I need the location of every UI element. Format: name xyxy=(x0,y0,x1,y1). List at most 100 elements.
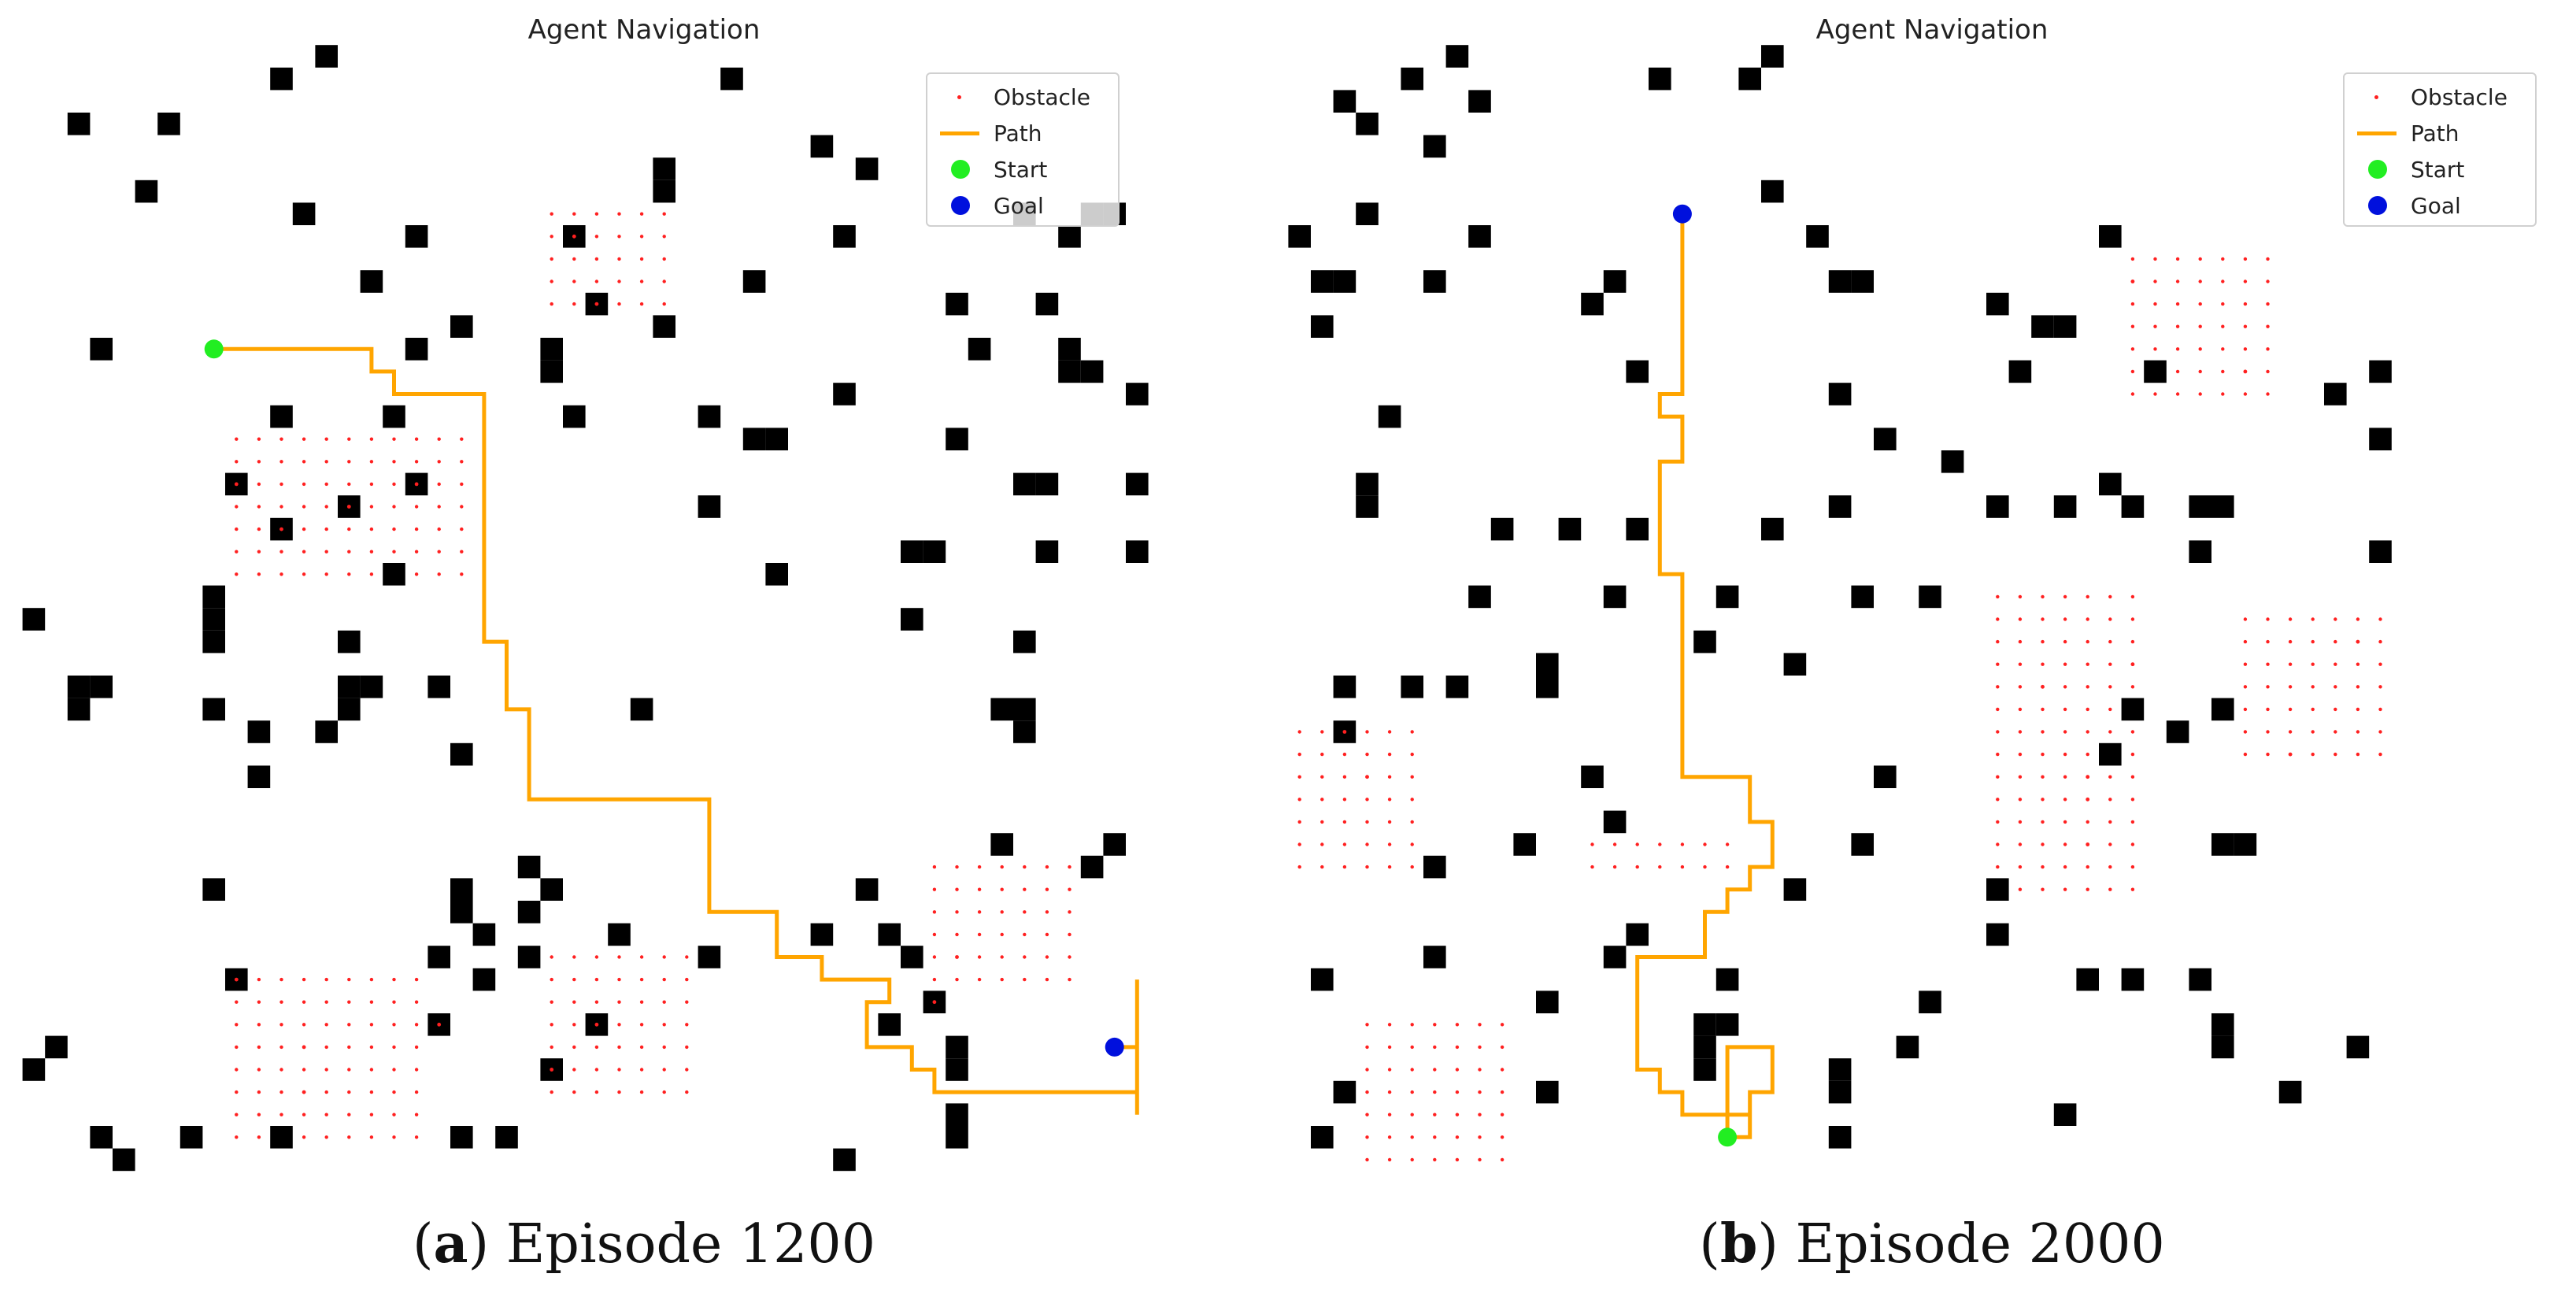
obstacle-cell xyxy=(698,495,721,518)
obstacle-cell xyxy=(810,923,834,946)
obstacle-marker xyxy=(347,1090,351,1094)
obstacle-marker xyxy=(369,505,374,509)
obstacle-marker xyxy=(2130,798,2135,802)
obstacle-cell xyxy=(1603,810,1627,834)
obstacle-cell xyxy=(405,338,428,361)
obstacle-marker xyxy=(1365,775,1369,779)
obstacle-marker xyxy=(955,932,959,937)
obstacle-marker xyxy=(2221,392,2225,396)
obstacle-marker xyxy=(2356,707,2360,712)
obstacle-cell xyxy=(1311,1126,1334,1149)
obstacle-marker xyxy=(1410,842,1414,846)
obstacle-cell xyxy=(22,1058,46,1081)
obstacle-cell xyxy=(1761,45,1784,68)
obstacle-marker xyxy=(662,977,666,982)
obstacle-marker xyxy=(1478,1045,1482,1050)
obstacle-cell xyxy=(1445,676,1469,698)
obstacle-marker xyxy=(1590,865,1594,869)
obstacle-marker xyxy=(662,212,666,216)
obstacle-marker xyxy=(2175,392,2180,396)
obstacle-marker xyxy=(2041,639,2045,644)
obstacle-marker xyxy=(2198,302,2202,306)
obstacle-marker xyxy=(302,1113,306,1116)
plot-area-b xyxy=(1288,45,2392,1162)
obstacle-cell xyxy=(1986,923,2009,946)
obstacle-marker xyxy=(617,257,621,261)
obstacle-marker xyxy=(2130,369,2135,374)
obstacle-marker xyxy=(1000,910,1004,914)
obstacle-marker xyxy=(302,977,306,982)
obstacle-marker xyxy=(1996,842,2000,846)
obstacle-marker xyxy=(437,505,441,509)
obstacle-cell xyxy=(90,676,113,698)
obstacle-marker xyxy=(414,572,419,576)
obstacle-marker xyxy=(2086,865,2089,869)
legend-b: Obstacle Path Start Goal xyxy=(2343,72,2537,227)
obstacle-marker xyxy=(460,572,464,576)
obstacle-marker xyxy=(1635,842,1639,846)
obstacle-marker xyxy=(2153,324,2157,328)
obstacle-marker xyxy=(2130,302,2135,306)
obstacle-marker xyxy=(1023,887,1027,891)
obstacle-marker xyxy=(1023,977,1027,982)
obstacle-marker xyxy=(550,977,553,982)
obstacle-marker xyxy=(2086,842,2090,846)
obstacle-cell xyxy=(1581,292,1604,316)
obstacle-cell xyxy=(450,742,473,766)
obstacle-marker xyxy=(1342,798,1347,802)
obstacle-marker xyxy=(1410,1090,1414,1094)
obstacle-marker xyxy=(392,527,396,531)
obstacle-marker xyxy=(617,1068,621,1072)
obstacle-marker xyxy=(1478,1023,1482,1027)
obstacle-cell xyxy=(608,923,631,946)
obstacle-cell xyxy=(1828,1080,1852,1104)
obstacle-marker xyxy=(1297,730,1301,734)
obstacle-cell xyxy=(1603,946,1627,968)
obstacle-marker xyxy=(955,865,959,869)
obstacle-cell xyxy=(1693,1058,1716,1081)
obstacle-marker xyxy=(1703,865,1707,869)
obstacle-marker xyxy=(1455,1135,1460,1139)
obstacle-marker xyxy=(1387,865,1392,869)
obstacle-cell xyxy=(630,698,653,721)
obstacle-marker xyxy=(2198,257,2202,261)
obstacle-cell xyxy=(1490,517,1514,541)
obstacle-marker xyxy=(1365,730,1369,734)
obstacle-marker xyxy=(2198,280,2202,283)
obstacle-marker xyxy=(392,460,396,464)
obstacle-cell xyxy=(1693,1035,1716,1059)
obstacle-marker xyxy=(1000,887,1004,891)
obstacle-marker xyxy=(1000,955,1004,959)
obstacle-marker xyxy=(302,527,306,531)
obstacle-cell xyxy=(698,405,721,428)
obstacle-marker xyxy=(460,460,464,464)
obstacle-cell xyxy=(1423,270,1446,293)
obstacle-cell xyxy=(2121,698,2145,721)
obstacle-marker xyxy=(2086,775,2090,779)
obstacle-marker xyxy=(2243,752,2248,757)
obstacle-marker xyxy=(2356,685,2360,689)
obstacle-marker xyxy=(639,1068,644,1072)
obstacle-marker xyxy=(1365,752,1369,757)
obstacle-marker xyxy=(2288,685,2293,689)
obstacle-marker xyxy=(1478,1068,1482,1072)
obstacle-marker xyxy=(977,977,982,982)
obstacle-cell xyxy=(135,180,158,203)
obstacle-cell xyxy=(292,202,316,225)
obstacle-cell xyxy=(247,720,271,743)
obstacle-marker xyxy=(2041,707,2045,712)
obstacle-marker xyxy=(1387,842,1392,846)
obstacle-marker xyxy=(324,527,328,531)
obstacle-marker xyxy=(2130,280,2135,283)
obstacle-cell xyxy=(1356,472,1379,496)
obstacle-cell xyxy=(2211,833,2234,856)
obstacle-marker xyxy=(1365,1045,1369,1050)
obstacle-marker xyxy=(347,1023,351,1027)
obstacle-marker xyxy=(594,235,599,239)
obstacle-marker xyxy=(279,1000,283,1004)
obstacle-marker xyxy=(1996,707,2000,712)
obstacle-marker xyxy=(955,910,959,914)
obstacle-marker xyxy=(1996,752,2000,757)
obstacle-cell xyxy=(1986,495,2009,518)
obstacle-cell xyxy=(2189,968,2211,991)
